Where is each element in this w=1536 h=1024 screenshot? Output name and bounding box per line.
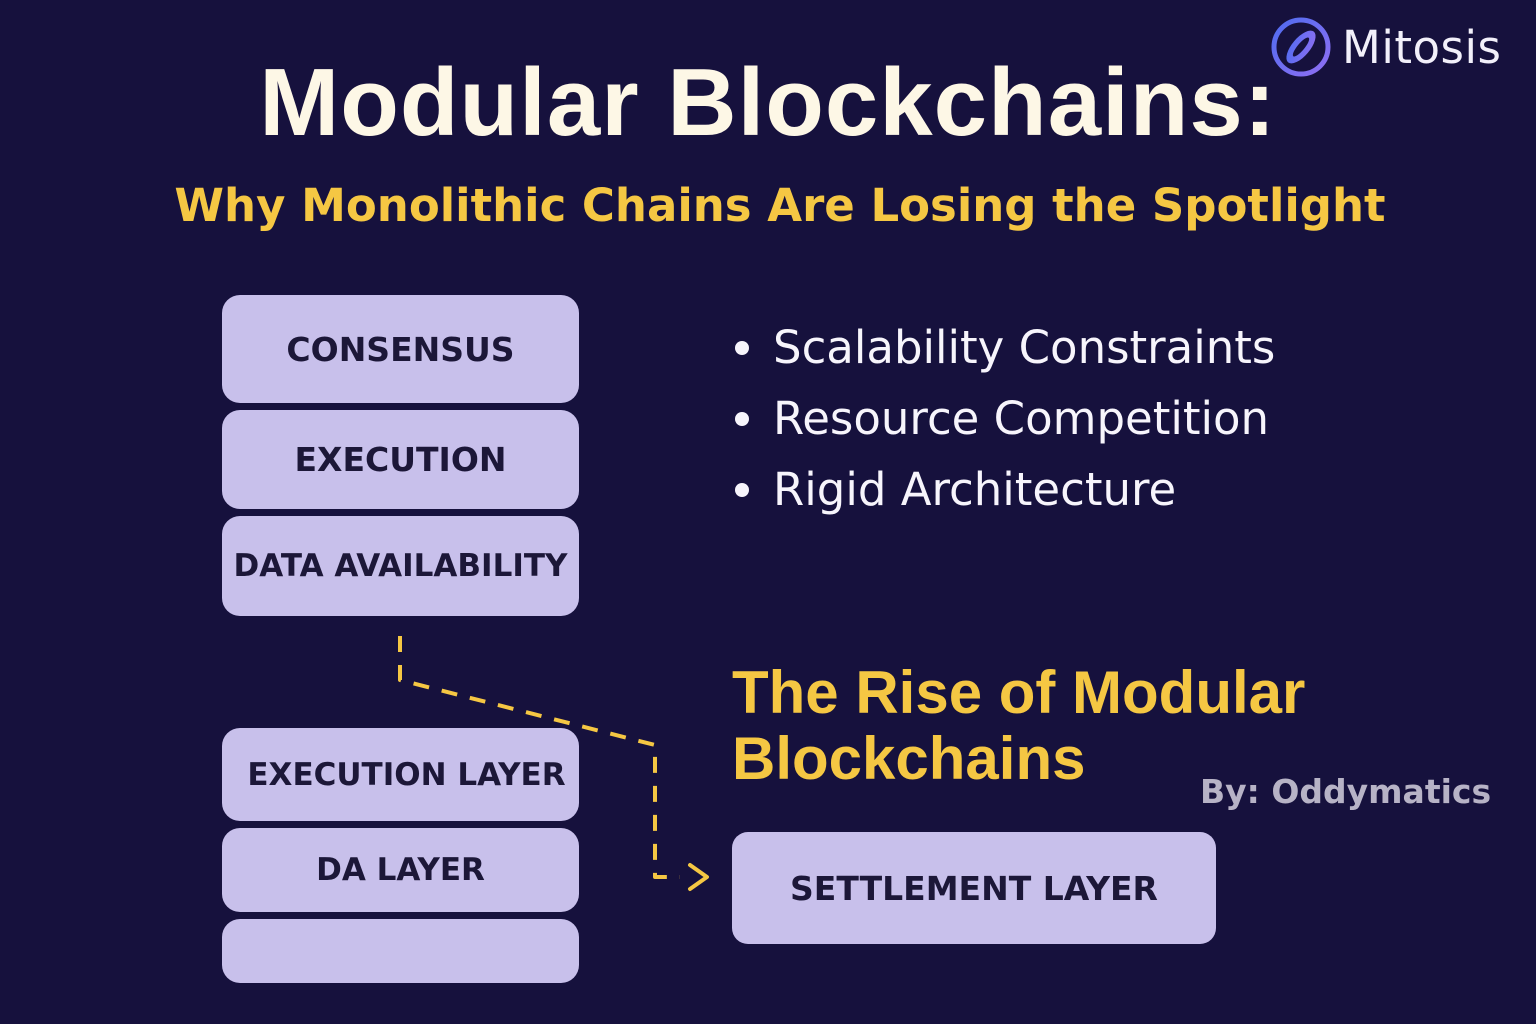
block-execution-layer: EXECUTION LAYER — [222, 728, 579, 821]
list-item: Scalability Constraints — [735, 312, 1275, 383]
section-heading-line1: The Rise of Modular — [732, 659, 1306, 726]
block-consensus: CONSENSUS — [222, 295, 579, 403]
section-heading: The Rise of Modular Blockchains — [732, 660, 1305, 792]
mitosis-logo-icon — [1271, 17, 1331, 77]
arrow-head-icon — [688, 863, 709, 891]
block-settlement-layer: SETTLEMENT LAYER — [732, 832, 1216, 944]
block-da-layer: DA LAYER — [222, 828, 579, 912]
list-item-label: Rigid Architecture — [773, 463, 1177, 516]
author-byline: By: Oddymatics — [1200, 772, 1492, 811]
list-item: Resource Competition — [735, 383, 1275, 454]
list-item-label: Resource Competition — [773, 392, 1270, 445]
brand-logo: Mitosis — [1270, 16, 1501, 78]
section-heading-line2: Blockchains — [732, 725, 1086, 792]
page-subtitle: Why Monolithic Chains Are Losing the Spo… — [174, 179, 1386, 232]
list-item: Rigid Architecture — [735, 454, 1275, 525]
bullet-icon — [735, 482, 749, 497]
page-title: Modular Blockchains: — [259, 49, 1277, 156]
bullet-icon — [735, 411, 749, 426]
list-item-label: Scalability Constraints — [773, 321, 1276, 374]
block-empty — [222, 919, 579, 983]
brand-name: Mitosis — [1342, 20, 1502, 74]
constraints-list: Scalability Constraints Resource Competi… — [735, 312, 1275, 525]
block-execution: EXECUTION — [222, 410, 579, 509]
bullet-icon — [735, 340, 749, 355]
block-data-availability: DATA AVAILABILITY — [222, 516, 579, 616]
